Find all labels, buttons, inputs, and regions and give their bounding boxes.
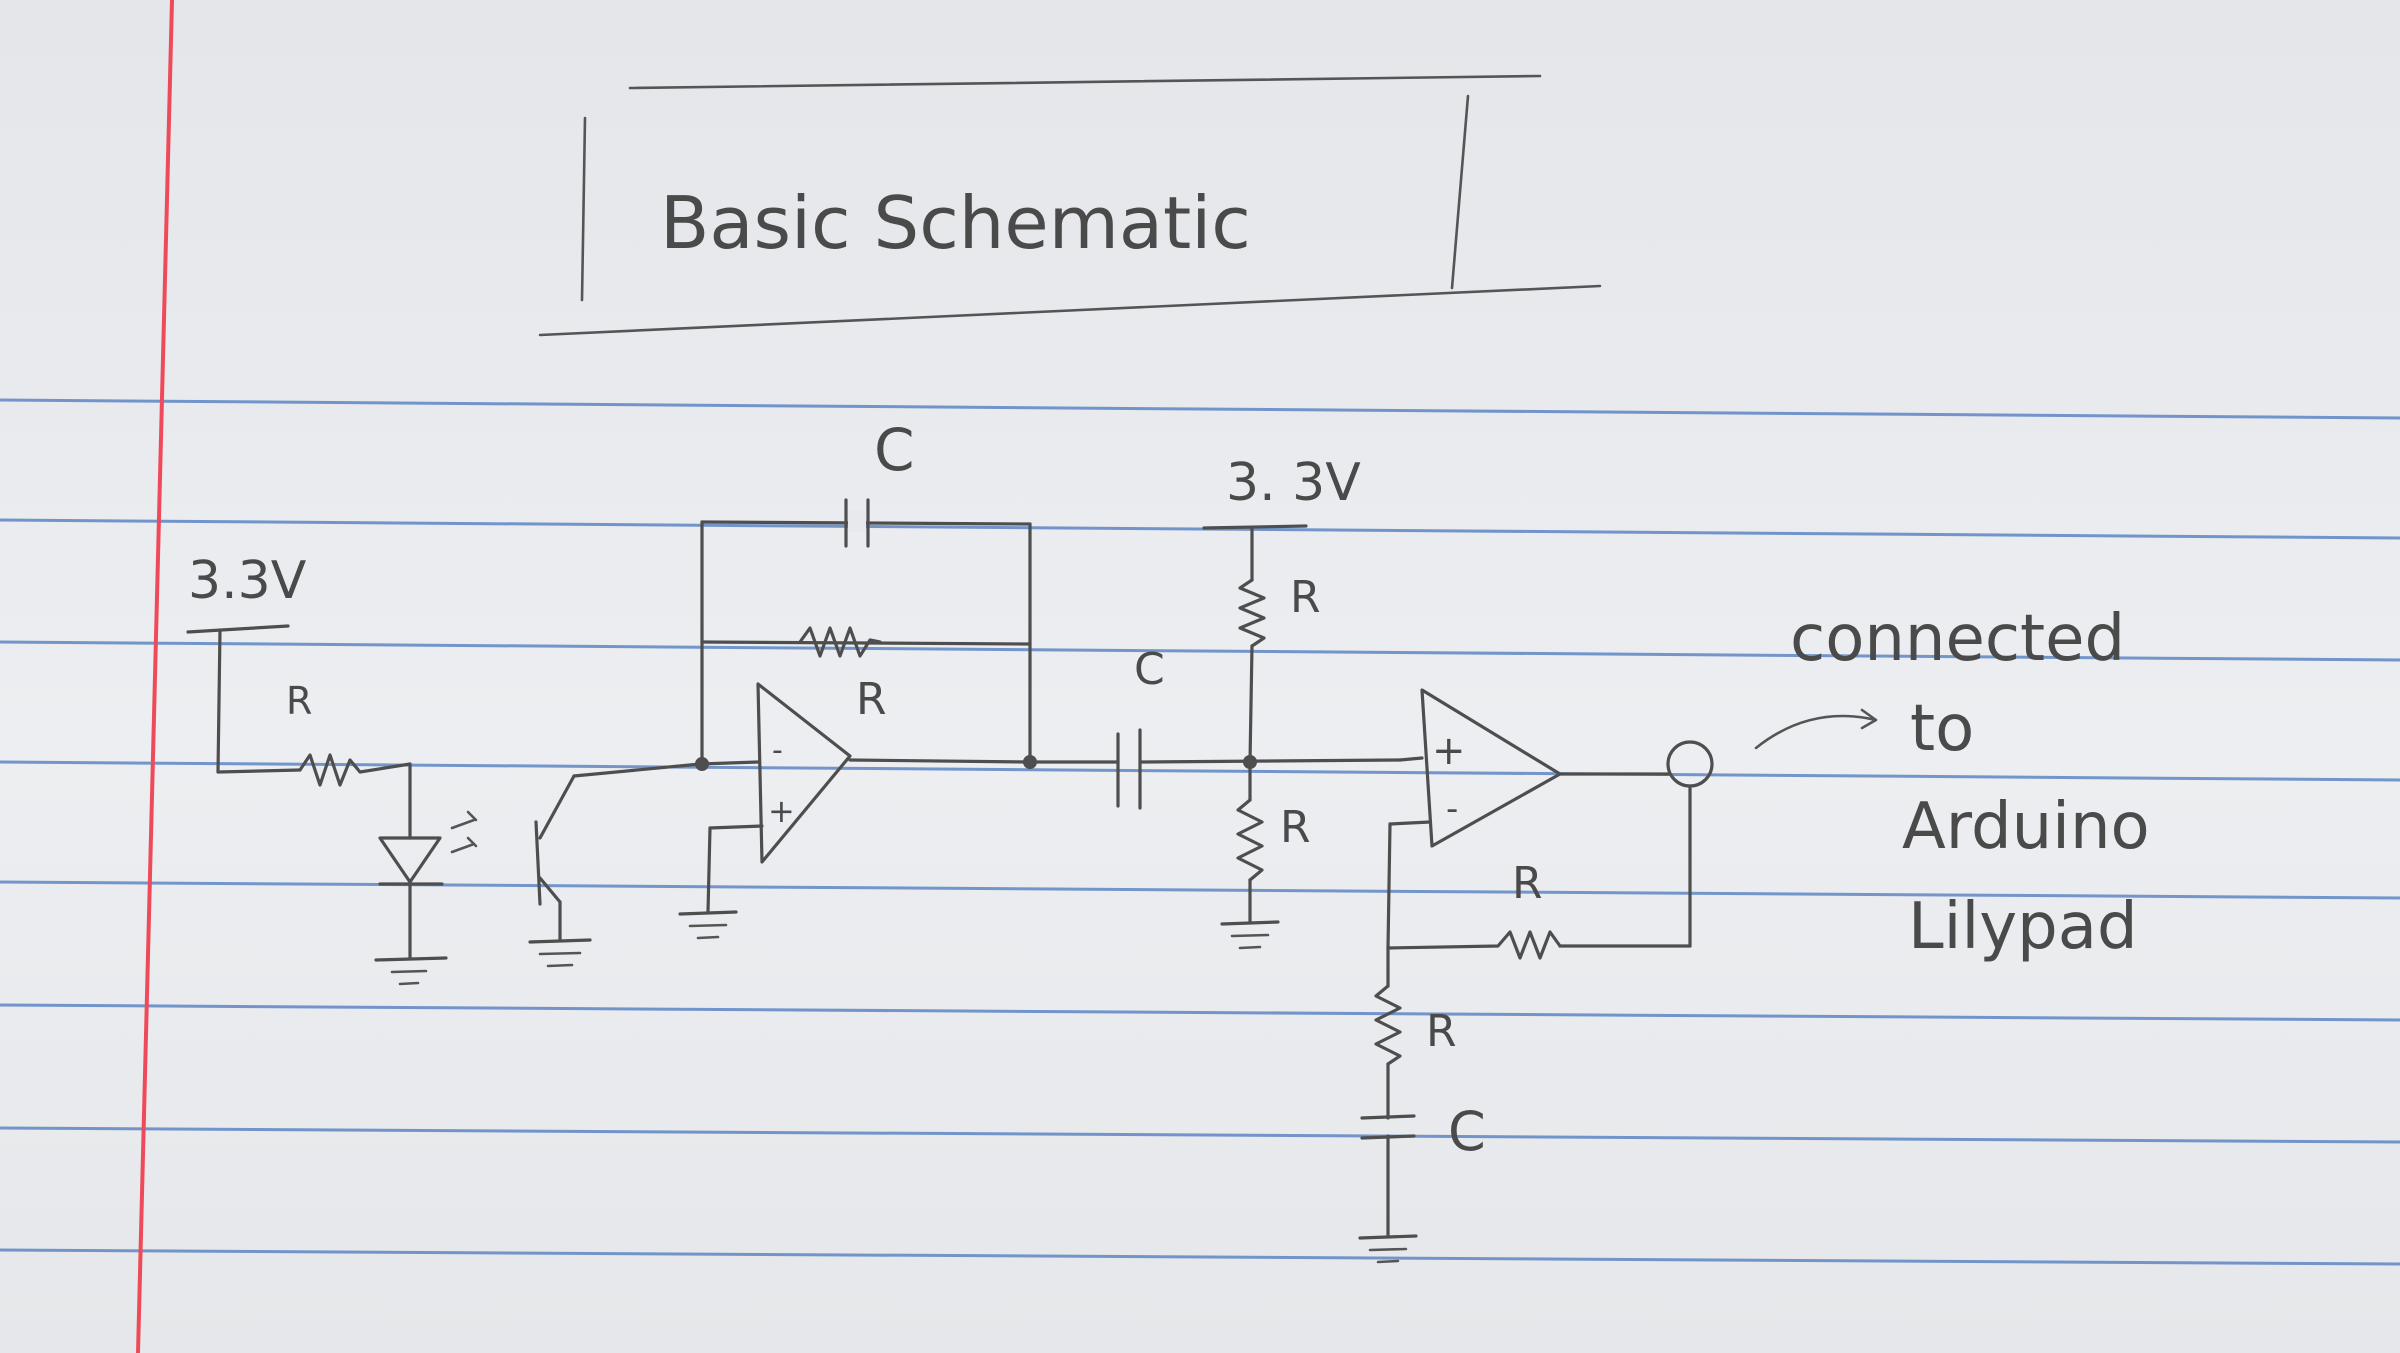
page-title: Basic Schematic [660,181,1251,265]
led-symbol [378,836,442,884]
opamp-2-plus: + [1432,728,1466,774]
opamp-1 [678,498,1037,940]
opamp-2 [1358,688,1714,1264]
opamp-2-symbol [1420,688,1562,848]
r-gain-label: R [1512,858,1543,909]
c-coupling-label: C [1134,644,1165,695]
c-feedback-label: C [874,416,915,484]
input-stage [186,624,702,986]
light-arrow-icon [450,810,478,854]
resistor-gain [1386,930,1562,960]
r-bias-bottom-label: R [1280,802,1311,853]
coupling-and-bias [1028,524,1402,950]
opamp-1-minus: - [772,733,783,768]
phototransistor-base [534,820,542,906]
opamp-2-minus: - [1446,789,1458,829]
note-line-4: Lilypad [1908,890,2138,964]
arrow-icon [1754,708,1878,750]
r-feedback-label: R [856,674,887,725]
r-bias-top-label: R [1290,572,1321,623]
opamp-1-symbol [756,682,852,864]
margin-line [136,0,174,1353]
note-line-2: to [1910,692,1974,766]
resistor-bias-bottom [1236,798,1264,882]
supply-left-label: 3.3V [188,551,307,611]
title-box [538,74,1602,337]
note-line-3: Arduino [1902,790,2150,864]
output-terminal [1666,740,1714,788]
c-ground-label: C [1448,1100,1486,1163]
resistor-input [298,753,412,787]
opamp-1-plus: + [768,792,795,830]
note-line-1: connected [1790,602,2125,676]
resistor-ground [1374,984,1402,1066]
resistor-feedback [798,626,882,658]
r-ground-label: R [1426,1006,1457,1057]
r-input-label: R [286,679,312,723]
resistor-bias-top [1238,578,1266,648]
supply-mid-label: 3. 3V [1226,453,1361,513]
